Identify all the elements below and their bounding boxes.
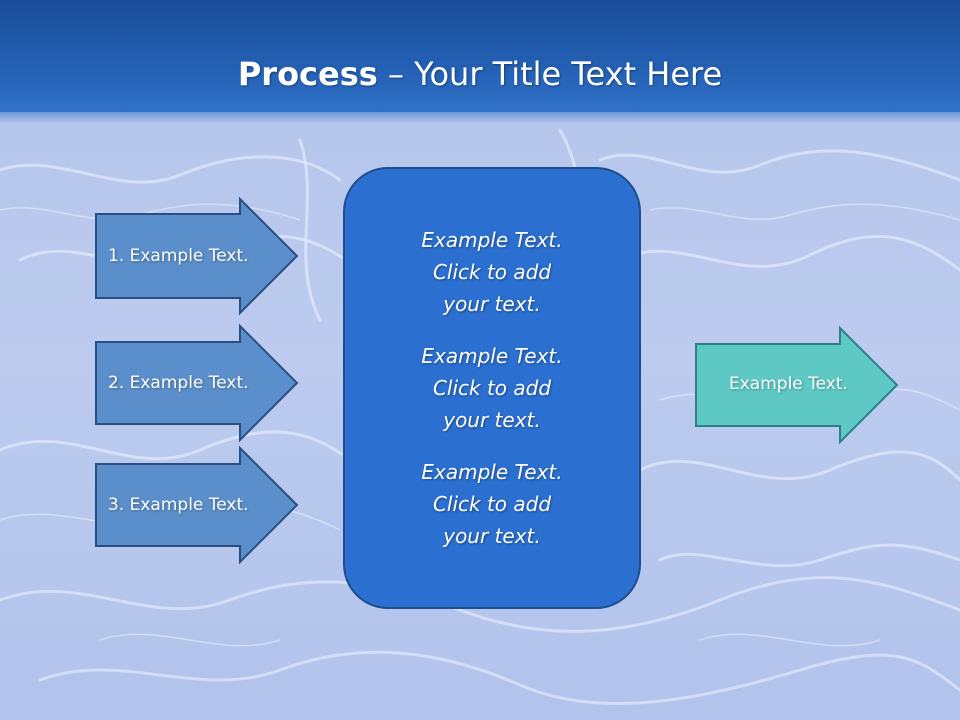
process-box-text: Example Text. Click to add your text. Ex… bbox=[344, 168, 640, 608]
input-arrow-1[interactable] bbox=[95, 196, 299, 316]
process-item-line: your text. bbox=[443, 292, 541, 316]
input-arrow-2[interactable] bbox=[95, 323, 299, 443]
input-label-3: 3. Example Text. bbox=[108, 495, 249, 515]
process-item-2: Example Text. Click to add your text. bbox=[421, 340, 562, 436]
process-item-3: Example Text. Click to add your text. bbox=[421, 456, 562, 552]
process-item-line: Example Text. bbox=[421, 460, 563, 484]
page-title: Process – Your Title Text Here bbox=[0, 52, 960, 96]
output-arrow[interactable] bbox=[695, 325, 899, 445]
title-rest: – Your Title Text Here bbox=[377, 55, 723, 93]
title-bold: Process bbox=[237, 55, 378, 93]
title-bar bbox=[0, 0, 960, 112]
process-box[interactable] bbox=[343, 167, 641, 609]
input-label-2: 2. Example Text. bbox=[108, 373, 249, 393]
process-item-line: Example Text. bbox=[421, 344, 563, 368]
process-item-line: Click to add bbox=[432, 260, 552, 284]
process-item-line: Click to add bbox=[432, 376, 552, 400]
input-label-1: 1. Example Text. bbox=[108, 246, 249, 266]
title-bar-fade bbox=[0, 104, 960, 124]
input-arrow-3[interactable] bbox=[95, 445, 299, 565]
output-label: Example Text. bbox=[729, 374, 848, 394]
process-item-1: Example Text. Click to add your text. bbox=[421, 224, 562, 320]
process-item-line: your text. bbox=[443, 524, 541, 548]
process-item-line: Click to add bbox=[432, 492, 552, 516]
process-item-line: your text. bbox=[443, 408, 541, 432]
process-item-line: Example Text. bbox=[421, 228, 563, 252]
